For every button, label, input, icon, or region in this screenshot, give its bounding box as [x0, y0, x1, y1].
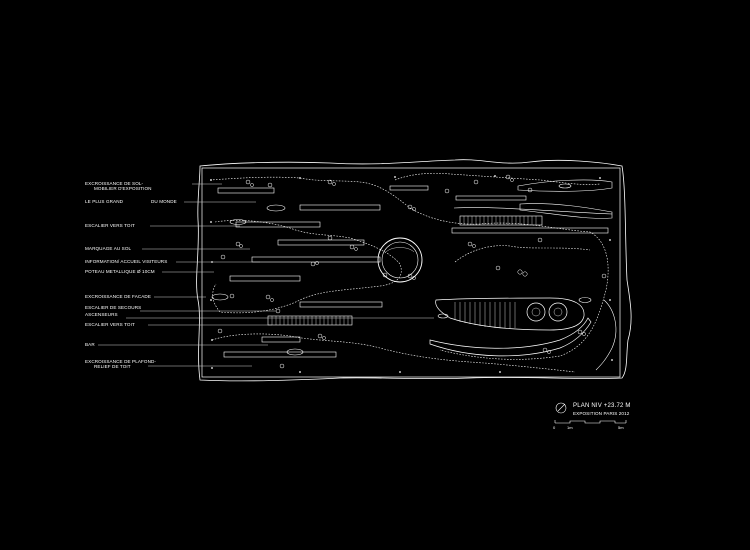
legend-label: MOBILIER D'EXPOSITION: [94, 186, 152, 191]
legend-label: EXCROISSANCE DE SOL-: [85, 181, 144, 186]
circulation-path: [454, 245, 591, 263]
scale-label: 1m: [567, 425, 573, 430]
facade-lobe: [517, 179, 613, 192]
legend-label: BAR: [85, 342, 95, 347]
legend-label: RELIEF DE TOIT: [94, 364, 131, 369]
legend-label: ESCALIER VERS TOIT: [85, 322, 135, 327]
legend-leader-lines: [98, 183, 434, 367]
legend-label: LE PLUS GRAND: [85, 199, 124, 204]
building-outline: [196, 159, 632, 382]
ceiling-relief: [429, 317, 592, 357]
plan-subtitle: EXPOSITION PARIS 2012: [573, 411, 630, 416]
ceiling-relief: [595, 299, 617, 371]
legend-label: DU MONDE: [151, 199, 177, 204]
circulation-path: [212, 220, 402, 314]
title-block: PLAN NIV +23.72 M EXPOSITION PARIS 2012: [573, 403, 631, 416]
plan-title: PLAN NIV +23.72 M: [573, 403, 631, 409]
ground-marking: [211, 183, 592, 356]
poteau-metallique: [210, 175, 613, 373]
exhibition-bars: [217, 185, 609, 358]
scale-label: 5m: [618, 425, 624, 430]
legend-label: ESCALIER DE SECOURS: [85, 305, 142, 310]
elevator-lobe-hatch: [454, 302, 516, 328]
stair-block: [267, 315, 353, 326]
facade-lobe: [519, 203, 613, 219]
elevator-icon: [548, 302, 568, 322]
visitor-figures: [217, 174, 607, 369]
legend-label: EXCROISSANCE DE PLAFOND-: [85, 359, 157, 364]
floor-boundary: [201, 167, 621, 378]
circulation-path: [209, 176, 609, 360]
scale-label: 0: [553, 425, 556, 430]
elevator-icon: [526, 302, 546, 322]
facade-lobe: [453, 207, 613, 215]
circulation-path: [394, 172, 601, 185]
legend-label: INFORMATION/ ACCUEIL VISITEURS: [85, 259, 168, 264]
legend-label: ESCALIER VERS TOIT: [85, 223, 135, 228]
stair-block: [459, 215, 543, 226]
elevator-lobe: [435, 297, 585, 331]
circulation-path: [211, 333, 576, 373]
info-desk: [381, 241, 419, 279]
legend-label: EXCROISSANCE DE FACADE: [85, 294, 152, 299]
info-desk: [377, 237, 423, 283]
legend-label: ASCENSEURS: [85, 312, 118, 317]
legend-label: MARQUAGE AU SOL: [85, 246, 132, 251]
scale-bar: [554, 420, 627, 424]
north-arrow-icon: [555, 402, 567, 414]
legend-label: POTEAU METALLIQUE Ø 10CM: [85, 269, 155, 274]
